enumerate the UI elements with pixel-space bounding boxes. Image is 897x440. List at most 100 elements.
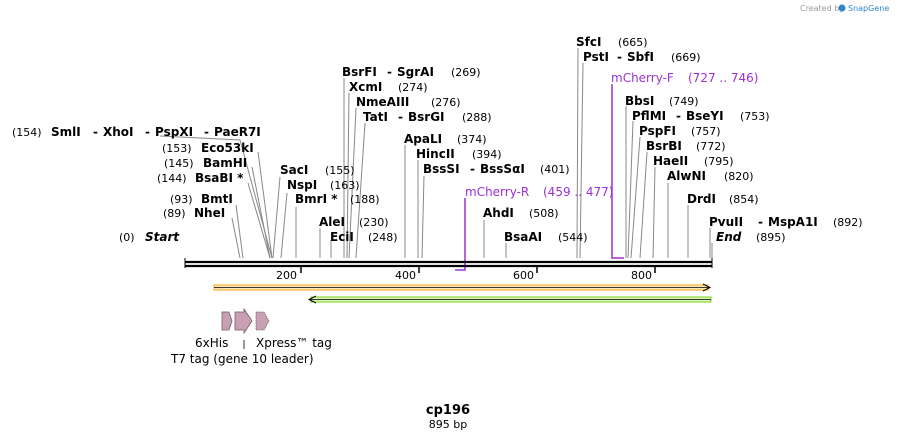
site-name: SfcI [576,35,601,49]
site-name: AlwNI [667,169,706,183]
site-name: BamHI [203,156,247,170]
plasmid-length: 895 bp [429,418,467,431]
tick-label: 400 [395,269,416,282]
site-name: BseYI [686,109,724,123]
primer-range: (459 .. 477) [543,185,613,199]
site-name: Start [145,230,180,244]
site-name: XhoI [103,125,134,139]
site-pos: (394) [472,148,502,161]
connector-bamhi [251,166,271,259]
site-pos: (154) [12,126,42,139]
site-name: MspA1I [768,215,818,229]
ruler: 200 400 600 800 [276,266,656,282]
site-name: SmlI [51,125,81,139]
site-pos: (230) [359,216,389,229]
tick-label: 200 [276,269,297,282]
feature-label: T7 tag (gene 10 leader) [170,352,314,366]
primer-name: mCherry-F [611,71,674,85]
site-name: BssSI [423,162,460,176]
site-separator: - [93,125,98,139]
site-pos: (145) [164,157,194,170]
site-name: BmrI * [295,192,338,206]
site-name: BsrBI [646,139,682,153]
site-name: ApaLI [404,132,442,146]
site-name: HincII [416,147,455,161]
site-name: BssSαI [480,162,525,176]
site-pos: (89) [163,207,186,220]
site-pos: (374) [457,133,487,146]
site-pos: (892) [833,216,863,229]
site-pos: (163) [330,179,360,192]
site-name: DrdI [687,192,716,206]
site-name: PspFI [639,124,676,138]
connector-sfci [576,47,579,259]
site-pos: (544) [558,231,588,244]
connector-psti [579,62,584,259]
site-pos: (757) [691,125,721,138]
site-name: XcmI [349,80,382,94]
site-name: BsaBI * [195,171,244,185]
connector-xcmi [346,92,350,259]
primer-name: mCherry-R [465,185,529,199]
feature-6xhis-arrow [221,311,233,331]
site-separator: - [470,162,475,176]
connector-eco53ki [257,151,273,259]
feature-label: Xpress™ tag [256,336,332,350]
site-name: SgrAI [397,65,434,79]
connector-bmti [235,204,244,259]
site-name: PstI [583,50,609,64]
primer-range: (727 .. 746) [688,71,758,85]
feature-xpress-tag-arrow [255,311,270,331]
connector-saci [272,176,281,259]
site-name: NheI [194,206,225,220]
site-pos: (795) [704,155,734,168]
connector-nspi [280,192,288,259]
site-name: SbfI [627,50,654,64]
site-name: End [716,230,742,244]
primer-mcherry-f: mCherry-F (727 .. 746) [611,71,758,259]
site-pos: (669) [671,51,701,64]
tick-label: 800 [631,269,652,282]
site-separator: - [204,125,209,139]
site-pos: (401) [540,163,570,176]
orf-forward [213,283,712,292]
site-pos: (274) [398,81,428,94]
connector-tati [355,122,366,259]
site-name: HaeII [653,154,688,168]
site-separator: - [676,109,681,123]
site-name: BsrFI [342,65,377,79]
site-name: EciI [330,230,354,244]
site-pos: (276) [431,96,461,109]
site-pos: (153) [162,142,192,155]
connector-pflmi [627,120,634,259]
orf-forward-arrowhead-icon [702,283,712,292]
site-pos: (248) [368,231,398,244]
site-name: BmtI [201,192,233,206]
tick-label: 600 [513,269,534,282]
site-pos: (0) [119,231,135,244]
connector-haeii [652,166,656,259]
connector-bsssi [421,175,425,259]
site-name: PspXI [155,125,193,139]
primer-f-arrow [611,84,624,259]
snapgene-logo-icon [838,4,846,12]
connector-nmeaiii [348,107,357,259]
site-separator: - [758,215,763,229]
site-pos: (155) [325,164,355,177]
site-name: PflMI [632,109,666,123]
site-separator: - [398,110,403,124]
orf-reverse [307,295,712,304]
site-pos: (895) [756,231,786,244]
site-name: BsaAI [504,230,542,244]
credit-brand: SnapGene [848,4,889,13]
site-name: PaeR7I [214,125,261,139]
feature-t7-tag-arrow [234,307,253,335]
connector-bsabi [247,182,271,259]
site-pos: (93) [170,193,193,206]
site-name: PvuII [709,215,743,229]
features: 6xHis Xpress™ tag T7 tag (gene 10 leader… [170,307,332,366]
site-pos: (753) [740,110,770,123]
site-pos: (665) [618,36,648,49]
snapgene-credit: Created by SnapGene [800,4,889,13]
